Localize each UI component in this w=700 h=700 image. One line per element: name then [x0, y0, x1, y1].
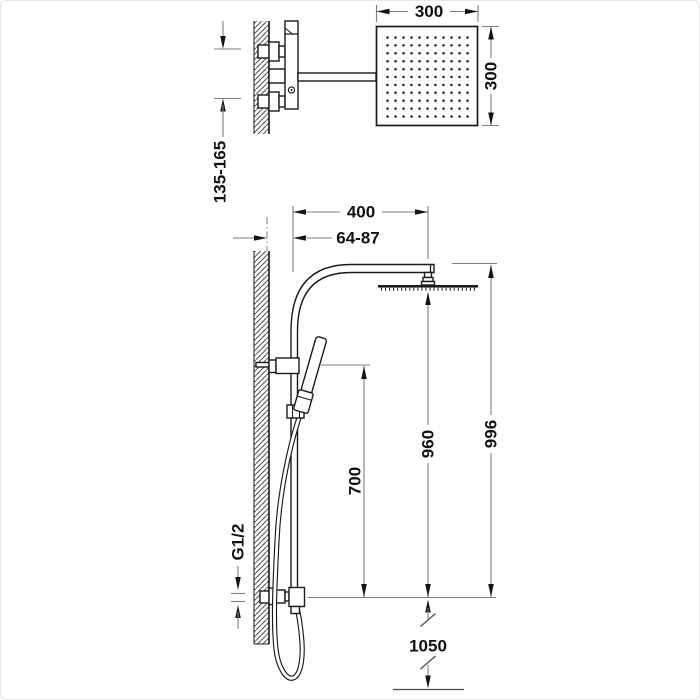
rain-shower-head-front-view	[378, 285, 478, 288]
dimension-column-height: 996	[452, 262, 501, 597]
dim-label-wall-to-column: 64-87	[336, 229, 379, 248]
lower-supply-stub	[257, 94, 270, 109]
dimension-connection-thread: G1/2	[229, 524, 248, 629]
dim-label-column-height: 996	[482, 420, 501, 448]
dimension-wall-to-column: 64-87	[233, 229, 380, 248]
dimension-supply-height: 1050	[393, 599, 464, 691]
dim-label-rain-head-height: 960	[419, 430, 438, 458]
rain-head-connector	[420, 271, 436, 286]
valve-outlet	[268, 68, 286, 84]
wall-section-front-view	[253, 251, 270, 645]
dimension-inlet-spacing: 135-165	[211, 21, 241, 203]
dim-label-hand-shower-height: 700	[346, 467, 365, 495]
dimension-hand-shower-height: 700	[321, 364, 370, 597]
dimension-head-depth: 300	[482, 25, 501, 127]
upper-supply-stub	[257, 44, 270, 59]
dim-label-supply-height: 1050	[409, 637, 447, 656]
supply-elbow	[259, 586, 306, 608]
hose-nut	[290, 605, 301, 615]
valve-body	[284, 20, 299, 110]
shower-column-pipe	[290, 263, 435, 592]
upper-inlet-nut	[268, 41, 280, 62]
upper-inlet-step	[278, 45, 286, 58]
hand-shower-wand	[293, 336, 328, 414]
wall-bracket	[255, 357, 300, 375]
dim-label-head-width: 300	[415, 2, 443, 21]
dimension-rain-head-height: 960	[419, 292, 438, 597]
lower-inlet-nut	[268, 91, 280, 112]
wall-section-top-view	[253, 21, 270, 134]
dim-label-inlet-spacing: 135-165	[211, 141, 230, 203]
rain-head-nozzles	[381, 287, 475, 291]
top-view: 300 300 135-165	[211, 2, 501, 203]
front-view: 400 64-87 700 960	[229, 203, 501, 691]
lower-inlet-step	[278, 95, 286, 108]
dim-label-head-depth: 300	[482, 62, 501, 90]
dimension-arm-reach: 400	[292, 203, 429, 272]
shower-arm-top-view	[297, 72, 377, 82]
dim-label-arm-reach: 400	[347, 203, 375, 222]
hand-shower-hose	[271, 414, 305, 681]
spray-nozzle-grid	[386, 36, 469, 118]
dimension-head-width: 300	[375, 2, 479, 22]
dim-label-connection-thread: G1/2	[229, 524, 248, 561]
